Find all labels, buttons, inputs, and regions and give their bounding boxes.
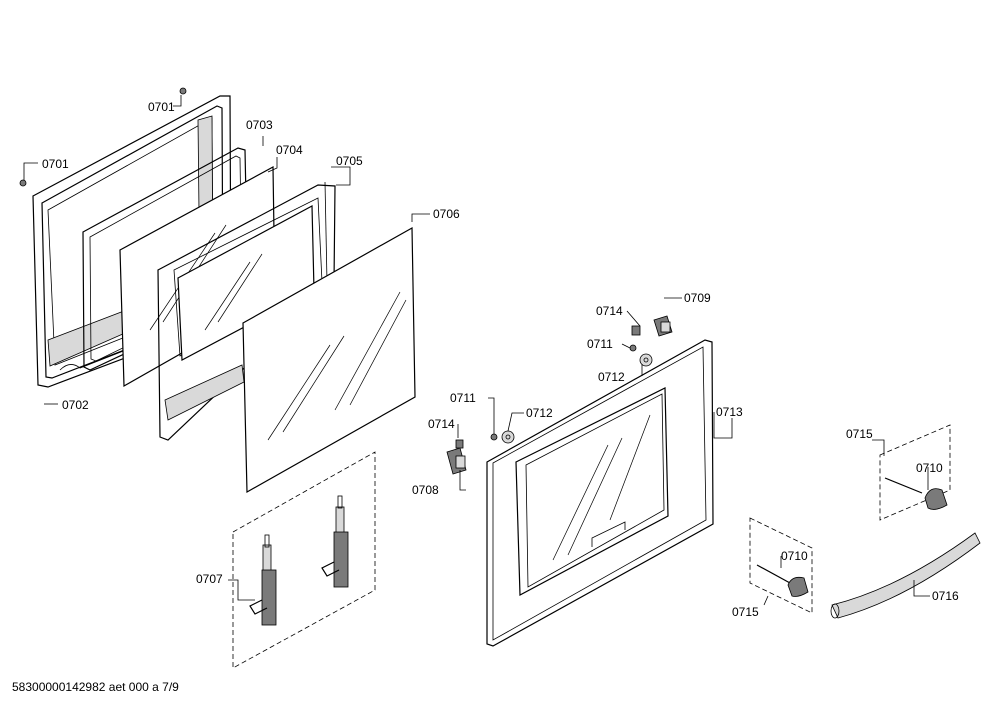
label-0713: 0713 [716, 405, 743, 419]
clip-0714-left [455, 439, 464, 449]
washer-0712-left [501, 430, 515, 444]
door-front-0713 [486, 339, 714, 647]
leader-lines [23, 95, 930, 606]
label-0711-right: 0711 [587, 337, 613, 351]
outer-glass-0706 [242, 226, 416, 494]
hinges-0707 [232, 451, 376, 669]
label-0715-left: 0715 [732, 605, 759, 619]
label-0703: 0703 [246, 118, 273, 132]
handle-0716 [830, 532, 981, 619]
label-0706: 0706 [433, 207, 460, 221]
handle-support-group-right [879, 424, 951, 521]
handle-support-group-left [749, 517, 813, 614]
document-footer: 58300000142982 aet 000 a 7/9 [12, 680, 179, 694]
label-0701-left: 0701 [42, 157, 69, 171]
screw-0711-right [629, 344, 637, 352]
label-0710-left: 0710 [781, 549, 808, 563]
screw-0711-left [490, 433, 498, 441]
label-0715-right: 0715 [846, 427, 873, 441]
label-0710-right: 0710 [916, 461, 943, 475]
label-0709: 0709 [684, 291, 711, 305]
label-0712-left: 0712 [526, 406, 553, 420]
hinge-bracket-0708 [446, 447, 467, 475]
label-0701-top: 0701 [148, 100, 175, 114]
screw-0701-left [19, 179, 27, 187]
label-0711-left: 0711 [450, 391, 476, 405]
label-0707: 0707 [196, 572, 223, 586]
label-0705: 0705 [336, 154, 363, 168]
label-0714-right: 0714 [596, 304, 623, 318]
label-0716: 0716 [932, 589, 959, 603]
washer-0712-right [639, 353, 653, 367]
label-0702: 0702 [62, 398, 89, 412]
label-0714-left: 0714 [428, 417, 455, 431]
label-0704: 0704 [276, 143, 303, 157]
part-labels: 0701 0701 0702 0703 0704 0705 0706 0707 … [42, 100, 959, 619]
label-0712-right: 0712 [598, 370, 625, 384]
screw-0701-top [179, 87, 187, 95]
hinge-bracket-0709 [653, 315, 673, 337]
label-0708: 0708 [412, 483, 439, 497]
clip-0714-right [631, 325, 641, 336]
